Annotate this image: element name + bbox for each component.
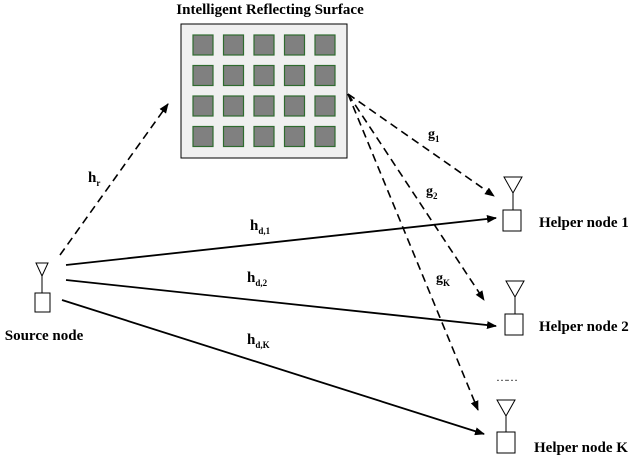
- source-antenna-icon: [35, 262, 49, 293]
- helper-2-antenna-icon: [505, 280, 525, 314]
- irs-element: [283, 34, 306, 56]
- direct-link-h-d1: [65, 215, 497, 266]
- helper-2-body: [504, 313, 524, 336]
- irs-element: [192, 95, 214, 117]
- reflect-link-gk: [347, 93, 479, 411]
- irs-element: [314, 64, 336, 87]
- label-g2: g2: [426, 184, 438, 201]
- source-node: Source node: [5, 262, 84, 344]
- label-h-dk: hd,K: [247, 332, 270, 350]
- irs-element: [192, 64, 214, 87]
- helper-node-1: Helper node 1: [502, 176, 629, 232]
- irs-element: [253, 125, 275, 148]
- irs-element: [222, 64, 245, 87]
- irs-element: [253, 95, 275, 117]
- irs-element: [314, 95, 336, 117]
- label-h-d2: hd,2: [247, 270, 268, 288]
- helper-node-k: Helper node K: [496, 399, 628, 456]
- irs-element: [314, 34, 336, 56]
- reflect-link-g2: [347, 93, 485, 301]
- irs-element: [283, 64, 306, 87]
- irs-element: [283, 95, 306, 117]
- irs-panel: [180, 23, 348, 159]
- irs-element: [222, 34, 245, 56]
- label-h-d1: hd,1: [250, 218, 271, 236]
- irs-element: [222, 125, 245, 148]
- helper-node-2-label: Helper node 2: [539, 319, 629, 335]
- helper-k-body: [496, 431, 516, 454]
- label-gk: gK: [436, 271, 450, 288]
- source-body: [34, 292, 51, 313]
- irs-element: [192, 34, 214, 56]
- irs-element: [253, 34, 275, 56]
- source-node-label: Source node: [5, 328, 84, 344]
- irs-element: [314, 125, 336, 148]
- helper-node-k-label: Helper node K: [534, 440, 628, 456]
- irs-title: Intelligent Reflecting Surface: [176, 2, 364, 18]
- reflect-link-g1: [347, 93, 495, 197]
- irs-element: [192, 125, 214, 148]
- helper-1-antenna-icon: [503, 176, 523, 210]
- helper-1-body: [502, 209, 522, 232]
- reflect-link-h-r: [59, 103, 169, 256]
- irs-element: [222, 95, 245, 117]
- irs-element: [283, 125, 306, 148]
- direct-link-h-d2: [65, 279, 497, 330]
- helper-ellipsis: ……: [496, 370, 517, 384]
- irs-element-grid: [192, 34, 336, 148]
- helper-k-antenna-icon: [496, 399, 516, 432]
- direct-link-h-dk: [61, 299, 485, 436]
- label-h-r: hr: [88, 170, 100, 188]
- helper-node-1-label: Helper node 1: [539, 215, 629, 231]
- helper-node-2: Helper node 2: [504, 280, 629, 336]
- label-g1: g1: [428, 127, 440, 144]
- irs-element: [253, 64, 275, 87]
